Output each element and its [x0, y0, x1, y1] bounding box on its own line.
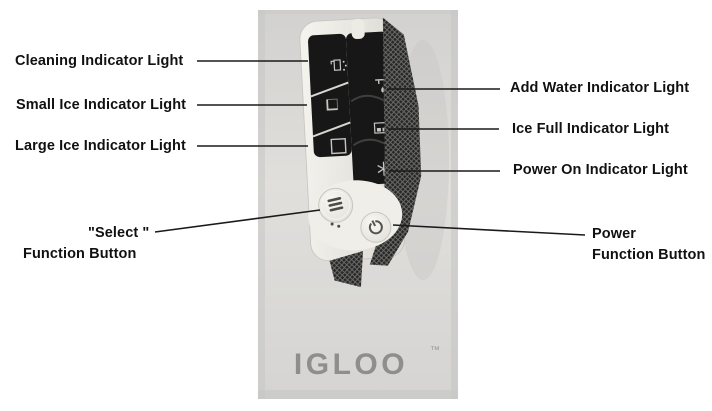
separator-line — [310, 81, 349, 98]
label-power-on-indicator: Power On Indicator Light — [513, 162, 688, 178]
label-select-function-line2: Function Button — [23, 246, 137, 262]
trademark-symbol: ™ — [430, 345, 440, 356]
select-dot — [337, 224, 341, 228]
bezel-notch — [351, 18, 365, 39]
leader-select — [154, 209, 321, 233]
leader-power — [392, 224, 586, 236]
power-function-button — [360, 211, 392, 243]
label-select-function-line1: "Select " — [88, 225, 150, 241]
label-ice-full-indicator: Ice Full Indicator Light — [512, 121, 670, 137]
label-power-function-line1: Power — [592, 226, 637, 242]
label-small-ice-indicator: Small Ice Indicator Light — [16, 97, 187, 113]
control-panel — [299, 17, 422, 288]
label-power-function-line2: Function Button — [592, 247, 706, 263]
brand-logo: IGLOO ™ — [294, 345, 440, 381]
select-bars-icon — [327, 197, 344, 212]
large-ice-indicator-icon — [330, 138, 347, 155]
device-photo: IGLOO ™ — [258, 10, 458, 399]
select-function-button — [318, 187, 354, 223]
label-cleaning-indicator: Cleaning Indicator Light — [15, 53, 184, 69]
power-symbol-icon — [368, 220, 383, 235]
select-dot — [330, 222, 334, 226]
logo-text: IGLOO — [294, 348, 408, 381]
label-add-water-indicator: Add Water Indicator Light — [510, 80, 690, 96]
separator-line — [312, 121, 351, 138]
label-large-ice-indicator: Large Ice Indicator Light — [15, 138, 186, 154]
cleaning-indicator-icon — [330, 59, 347, 71]
small-ice-indicator-icon — [326, 98, 339, 111]
panel-side-hatch — [369, 17, 422, 266]
panel-bottom-wedge — [329, 250, 364, 288]
